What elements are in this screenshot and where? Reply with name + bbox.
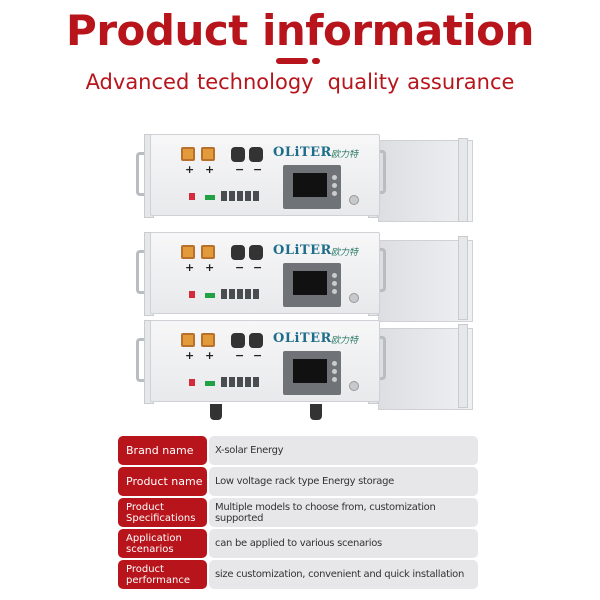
positive-terminal-icon: [181, 333, 195, 347]
unit-front-panel: + + − − OLiTER 欧力特: [150, 232, 380, 314]
brand-logo-cn: 欧力特: [331, 150, 359, 160]
positive-terminal-icon: [201, 245, 215, 259]
green-indicator-icon: [205, 381, 215, 386]
lcd-screen: [293, 173, 327, 197]
positive-terminal-icon: [181, 147, 195, 161]
handle-right: [378, 150, 386, 194]
brand-logo: OLiTER: [273, 243, 332, 258]
minus-sign: −: [235, 163, 245, 176]
red-switch-icon: [189, 193, 195, 200]
green-indicator-icon: [205, 293, 215, 298]
red-switch-icon: [189, 291, 195, 298]
table-row: Product name Low voltage rack type Energ…: [118, 467, 478, 496]
minus-sign: −: [253, 163, 263, 176]
row-value: X-solar Energy: [209, 436, 478, 465]
negative-terminal-icon: [249, 245, 263, 260]
power-knob-icon: [349, 381, 359, 391]
handle-left: [136, 338, 144, 382]
row-label: Brand name: [118, 436, 207, 465]
comm-ports: [221, 191, 259, 201]
handle-right: [378, 248, 386, 292]
minus-sign: −: [235, 261, 245, 274]
table-row: Brand name X-solar Energy: [118, 436, 478, 465]
negative-terminal-icon: [231, 245, 245, 260]
positive-terminal-icon: [201, 333, 215, 347]
minus-sign: −: [235, 349, 245, 362]
row-label: Product name: [118, 467, 207, 496]
brand-logo: OLiTER: [273, 145, 332, 160]
unit-front-panel: + + − − OLiTER 欧力特: [150, 320, 380, 402]
red-switch-icon: [189, 379, 195, 386]
plus-sign: +: [205, 349, 215, 362]
negative-terminal-icon: [249, 333, 263, 348]
subtitle-right: quality assurance: [327, 70, 515, 94]
negative-terminal-icon: [231, 333, 245, 348]
foot: [210, 404, 222, 420]
row-value: size customization, convenient and quick…: [209, 560, 478, 589]
lcd-screen: [293, 271, 327, 295]
plus-sign: +: [185, 349, 195, 362]
handle-left: [136, 152, 144, 196]
plus-sign: +: [205, 163, 215, 176]
subtitle: Advanced technology quality assurance: [0, 70, 600, 94]
divider-dot: [312, 58, 320, 64]
brand-logo-cn: 欧力特: [331, 336, 359, 346]
green-indicator-icon: [205, 195, 215, 200]
row-value: Multiple models to choose from, customiz…: [209, 498, 478, 527]
row-value: Low voltage rack type Energy storage: [209, 467, 478, 496]
lcd-frame: [283, 263, 341, 307]
subtitle-left: Advanced technology: [85, 70, 314, 94]
handle-left: [136, 250, 144, 294]
minus-sign: −: [253, 349, 263, 362]
brand-logo-cn: 欧力特: [331, 248, 359, 258]
power-knob-icon: [349, 195, 359, 205]
rear-rack-ear: [458, 324, 468, 408]
page-title: Product information: [66, 6, 534, 55]
plus-sign: +: [205, 261, 215, 274]
lcd-frame: [283, 165, 341, 209]
comm-ports: [221, 289, 259, 299]
power-knob-icon: [349, 293, 359, 303]
positive-terminal-icon: [181, 245, 195, 259]
brand-logo: OLiTER: [273, 331, 332, 346]
lcd-screen: [293, 359, 327, 383]
negative-terminal-icon: [231, 147, 245, 162]
rear-rack-ear: [458, 138, 468, 222]
plus-sign: +: [185, 261, 195, 274]
minus-sign: −: [253, 261, 263, 274]
comm-ports: [221, 377, 259, 387]
unit-side-panel: [378, 140, 473, 222]
divider-bar: [276, 58, 308, 64]
row-value: can be applied to various scenarios: [209, 529, 478, 558]
unit-side-panel: [378, 240, 473, 322]
negative-terminal-icon: [249, 147, 263, 162]
handle-right: [378, 336, 386, 380]
product-image: + + − − OLiTER 欧力特 +: [136, 128, 473, 423]
plus-sign: +: [185, 163, 195, 176]
rear-rack-ear: [458, 236, 468, 320]
positive-terminal-icon: [201, 147, 215, 161]
unit-front-panel: + + − − OLiTER 欧力特: [150, 134, 380, 216]
foot: [310, 404, 322, 420]
lcd-frame: [283, 351, 341, 395]
